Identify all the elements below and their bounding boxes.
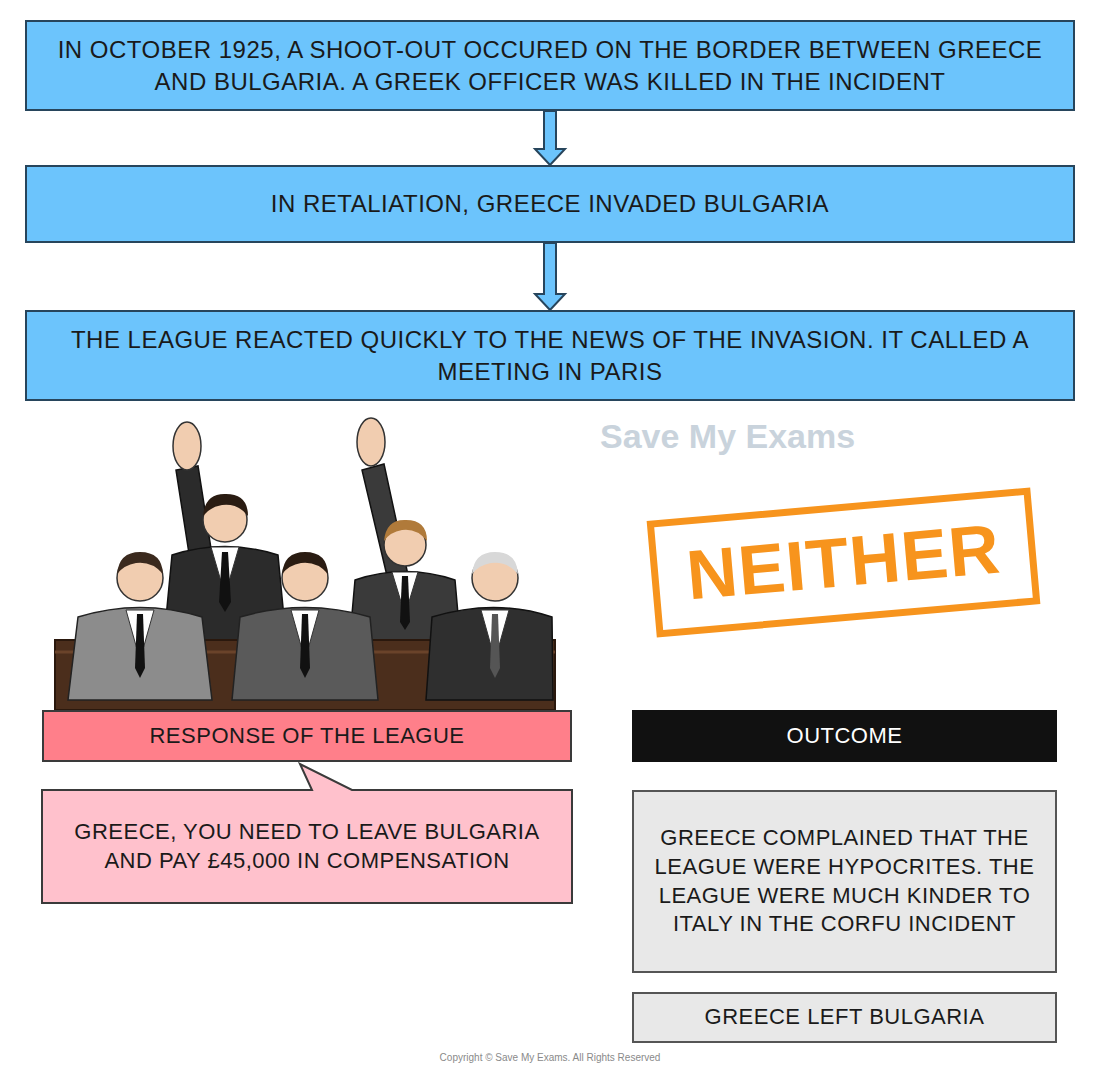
text-column: RESPONSE OF THE LEAGUE — [58, 722, 556, 751]
text-column: IN RETALIATION, GREECE INVADED BULGARIA — [45, 188, 1055, 219]
node-text: OUTCOME — [648, 722, 1041, 751]
node-text: GREECE, YOU NEED TO LEAVE BULGARIA AND P… — [64, 818, 550, 875]
outcome-box: GREECE LEFT BULGARIA — [632, 992, 1057, 1043]
node-text: RESPONSE OF THE LEAGUE — [58, 722, 556, 751]
watermark: Save My Exams — [600, 418, 860, 455]
figure-part — [472, 552, 518, 574]
figure-part — [173, 422, 201, 470]
figure-part — [203, 494, 248, 516]
text-column: NEITHER — [683, 510, 1003, 614]
flow-arrow — [535, 243, 565, 310]
figure-part — [232, 608, 378, 701]
text-column: OUTCOME — [648, 722, 1041, 751]
outcome-box: GREECE COMPLAINED THAT THE LEAGUE WERE H… — [632, 790, 1057, 973]
delegate-figure — [232, 552, 378, 700]
copyright-note: Copyright © Save My Exams. All Rights Re… — [300, 1052, 800, 1063]
heading-band: RESPONSE OF THE LEAGUE — [42, 710, 572, 762]
event-box: IN RETALIATION, GREECE INVADED BULGARIA — [25, 165, 1075, 243]
figure-part — [357, 418, 385, 466]
node-text: IN RETALIATION, GREECE INVADED BULGARIA — [45, 188, 1055, 219]
event-box: THE LEAGUE REACTED QUICKLY TO THE NEWS O… — [25, 310, 1075, 401]
flow-arrow — [535, 111, 565, 165]
text-column: GREECE, YOU NEED TO LEAVE BULGARIA AND P… — [64, 818, 550, 875]
speech-bubble: GREECE, YOU NEED TO LEAVE BULGARIA AND P… — [42, 790, 572, 903]
event-box: IN OCTOBER 1925, A SHOOT-OUT OCCURED ON … — [25, 20, 1075, 111]
node-text: NEITHER — [683, 510, 1003, 614]
delegate-figure — [426, 552, 553, 700]
figure-part — [300, 614, 310, 678]
verdict-stamp: NEITHER — [646, 487, 1040, 637]
text-column: GREECE COMPLAINED THAT THE LEAGUE WERE H… — [652, 824, 1037, 938]
figure-part — [282, 552, 328, 574]
figure-part — [219, 552, 231, 612]
node-text: GREECE COMPLAINED THAT THE LEAGUE WERE H… — [652, 824, 1037, 938]
text-column: GREECE LEFT BULGARIA — [648, 1003, 1041, 1032]
text-column: IN OCTOBER 1925, A SHOOT-OUT OCCURED ON … — [45, 34, 1055, 96]
node-text: GREECE LEFT BULGARIA — [648, 1003, 1041, 1032]
figure-part — [68, 608, 212, 701]
text-column: THE LEAGUE REACTED QUICKLY TO THE NEWS O… — [45, 324, 1055, 386]
figure-part — [400, 576, 410, 630]
figure-part — [426, 608, 553, 701]
figure-part — [117, 552, 163, 574]
heading-band: OUTCOME — [632, 710, 1057, 762]
delegate-figure — [68, 552, 212, 700]
figure-part — [384, 520, 427, 541]
node-text: THE LEAGUE REACTED QUICKLY TO THE NEWS O… — [45, 324, 1055, 386]
figure-part — [490, 614, 500, 678]
bubble-shape — [42, 764, 572, 903]
node-text: IN OCTOBER 1925, A SHOOT-OUT OCCURED ON … — [45, 34, 1055, 96]
figure-part — [135, 614, 145, 678]
